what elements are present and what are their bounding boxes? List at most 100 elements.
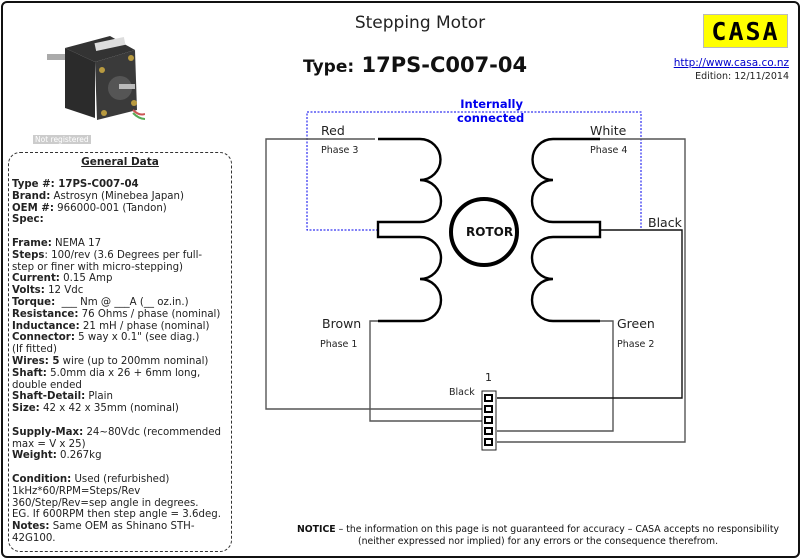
notice-text1: – the information on this page is not gu…	[335, 524, 779, 535]
motor-type: Type: 17PS-C007-04	[303, 53, 527, 77]
spec-value: max = V x 25)	[12, 438, 86, 450]
connector-pin	[484, 416, 493, 424]
general-data-line: Inductance: 21 mH / phase (nominal)	[12, 321, 221, 333]
spec-value: step or finer with micro-stepping)	[12, 261, 184, 273]
white-wire-label: White	[590, 123, 627, 138]
spec-value: wire (up to 200mm nominal)	[59, 355, 209, 367]
spec-value: 42 x 42 x 35mm (nominal)	[39, 403, 179, 415]
general-data-line: 42G100.	[12, 533, 221, 545]
connector-pins	[484, 394, 493, 446]
white-wire	[497, 138, 686, 443]
black-wire-label: Black	[648, 215, 682, 230]
spec-value: 12 Vdc	[44, 285, 84, 297]
spec-label: Wires: 5	[12, 355, 60, 367]
general-data-line: 360/Step/Rev=sep angle in degrees.	[12, 498, 221, 510]
general-data-line: Steps: 100/rev (3.6 Degrees per full-	[12, 250, 221, 262]
general-data-line: Wires: 5 wire (up to 200mm nominal)	[12, 356, 221, 368]
spec-label: Brand:	[12, 190, 51, 202]
spec-value: Plain	[85, 391, 113, 403]
green-wire	[497, 320, 614, 432]
brown-wire-label: Brown	[322, 316, 362, 331]
rotor-circle	[449, 197, 519, 267]
red-wire-label: Red	[321, 123, 345, 138]
general-data-line: Resistance: 76 Ohms / phase (nominal)	[12, 309, 221, 321]
phase4-label: Phase 4	[590, 145, 628, 156]
spec-value: NEMA 17	[51, 237, 102, 249]
general-data-line: EG. If 600RPM then step angle = 3.6deg.	[12, 509, 221, 521]
spec-label: Type #: 17PS-C007-04	[12, 179, 139, 190]
black-wire	[497, 229, 683, 399]
spec-label: Condition:	[12, 473, 72, 485]
spec-label: Connector:	[12, 332, 75, 344]
photo-watermark: Not registered	[33, 135, 91, 144]
general-data-line: Current: 0.15 Amp	[12, 273, 221, 285]
internal-note-line1: Internally	[460, 97, 523, 111]
spec-value: EG. If 600RPM then step angle = 3.6deg.	[12, 509, 221, 521]
right-coil	[530, 137, 602, 323]
connector-pin1-label: 1	[485, 371, 492, 384]
spec-label: Resistance:	[12, 308, 79, 320]
notice-line1: NOTICE – the information on this page is…	[0, 524, 801, 536]
connector-pin	[484, 438, 493, 446]
general-data-line: Torque: ___ Nm @ ___A (__ oz.in.)	[12, 297, 221, 309]
spec-value: 21 mH / phase (nominal)	[79, 320, 210, 332]
brown-wire	[369, 320, 484, 422]
spec-value: : 100/rev (3.6 Degrees per full-	[44, 249, 203, 261]
spec-label: Current:	[12, 273, 60, 285]
edition-date: Edition: 12/11/2014	[695, 71, 789, 82]
notice: NOTICE – the information on this page is…	[0, 524, 801, 548]
spec-label: Shaft-Detail:	[12, 391, 86, 403]
motor-photo	[47, 36, 145, 120]
general-data-line: Volts: 12 Vdc	[12, 285, 221, 297]
phase2-label: Phase 2	[617, 339, 655, 350]
general-data-line: 1kHz*60/RPM=Steps/Rev	[12, 486, 221, 498]
page-title: Stepping Motor	[354, 13, 486, 33]
phase3-label: Phase 3	[321, 145, 359, 156]
general-data-line: Brand: Astrosyn (Minebea Japan)	[12, 191, 221, 203]
internal-connection-note: Internally connected	[457, 97, 525, 125]
spec-value: 5 way x 0.1" (see diag.)	[74, 332, 200, 344]
general-data-line: Condition: Used (refurbished)	[12, 474, 221, 486]
spec-label: Shaft:	[12, 367, 47, 379]
general-data-line: Weight: 0.267kg	[12, 450, 221, 462]
type-label: Type:	[303, 57, 355, 77]
rotor-label: ROTOR	[466, 225, 514, 239]
general-data-line: Connector: 5 way x 0.1" (see diag.)	[12, 332, 221, 344]
general-data-line: double ended	[12, 380, 221, 392]
general-data-title: General Data	[81, 156, 159, 168]
spec-value: 5.0mm dia x 26 + 6mm long,	[46, 367, 201, 379]
spec-label: Steps	[12, 249, 45, 261]
website-link[interactable]: http://www.casa.co.nz	[673, 57, 789, 69]
connector-pin	[484, 394, 493, 402]
type-value: 17PS-C007-04	[361, 53, 528, 77]
general-data-line: Type #: 17PS-C007-04	[12, 179, 221, 191]
internal-connection-line	[306, 111, 642, 231]
notice-bold: NOTICE	[297, 524, 336, 535]
general-data-line: (If fitted)	[12, 344, 221, 356]
internal-note-line2: connected	[457, 111, 525, 125]
spec-value: Astrosyn (Minebea Japan)	[50, 190, 184, 202]
notice-line2: (neither expressed nor implied) for any …	[357, 536, 719, 547]
spec-label: Weight:	[12, 450, 57, 462]
spec-value: 360/Step/Rev=sep angle in degrees.	[12, 497, 199, 509]
spec-label: Inductance:	[12, 320, 80, 332]
spec-value: 0.267kg	[56, 450, 102, 462]
spec-label: Frame:	[12, 237, 52, 249]
spec-label: Spec:	[12, 214, 44, 226]
general-data-line: OEM #: 966000-001 (Tandon)	[12, 203, 221, 215]
connector-black-label: Black	[449, 387, 475, 398]
general-data-line: Spec:	[12, 214, 221, 226]
spec-value: Used (refurbished)	[71, 473, 170, 485]
spec-label: Notes:	[12, 521, 50, 533]
general-data-line: Supply-Max: 24~80Vdc (recommended	[12, 427, 221, 439]
spec-label: Volts:	[12, 285, 45, 297]
general-data-line: Frame: NEMA 17	[12, 238, 221, 250]
spec-value: 1kHz*60/RPM=Steps/Rev	[12, 485, 141, 497]
general-data-line: Notes: Same OEM as Shinano STH-	[12, 521, 221, 533]
spec-value: 76 Ohms / phase (nominal)	[78, 308, 221, 320]
general-data-line: step or finer with micro-stepping)	[12, 262, 221, 274]
spec-value: 966000-001 (Tandon)	[53, 202, 167, 214]
